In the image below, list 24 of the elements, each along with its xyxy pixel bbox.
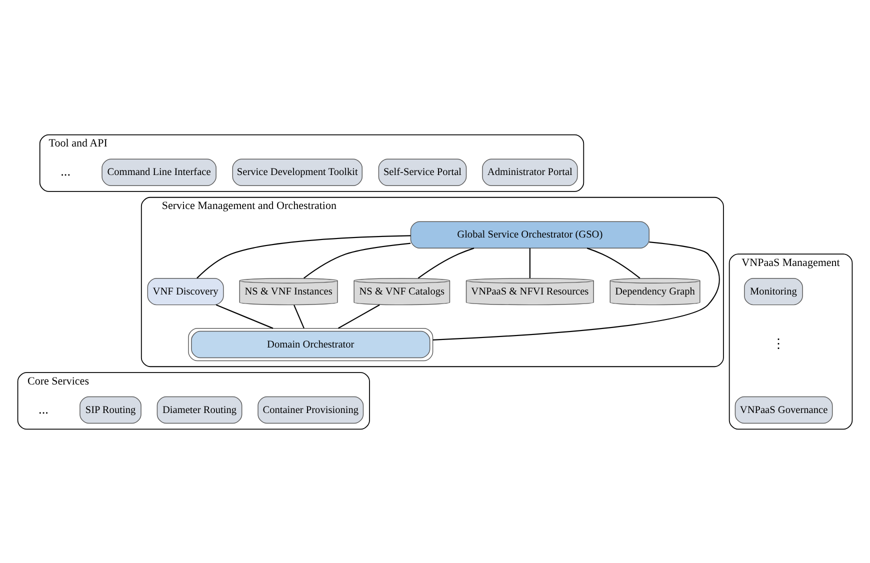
label: ... xyxy=(38,400,48,416)
connector xyxy=(216,304,274,328)
connector xyxy=(294,304,304,328)
node-box: SIP Routing xyxy=(80,396,142,424)
node-box: Self-Service Portal xyxy=(378,158,467,186)
label: ... xyxy=(60,163,71,178)
node-box: Service Development Toolkit xyxy=(232,158,363,186)
node-box: VNPaaS Governance xyxy=(734,396,833,424)
connector xyxy=(196,234,411,278)
connector xyxy=(338,304,380,328)
node-box: Domain Orchestrator xyxy=(188,328,434,361)
node-box: Diameter Routing xyxy=(156,396,242,424)
connector xyxy=(586,247,640,278)
node-box: VNF Discovery xyxy=(147,277,224,305)
label: ⋮ xyxy=(772,335,786,350)
node-box: Command Line Interface xyxy=(102,158,216,186)
connector xyxy=(529,248,530,278)
node-box: Monitoring xyxy=(744,277,803,305)
connector xyxy=(304,242,411,278)
node-box: Container Provisioning xyxy=(258,396,364,424)
connector xyxy=(418,247,474,278)
connector xyxy=(432,240,720,340)
node-box: Administrator Portal xyxy=(482,158,578,186)
node-box: Global Service Orchestrator (GSO) xyxy=(410,220,650,248)
